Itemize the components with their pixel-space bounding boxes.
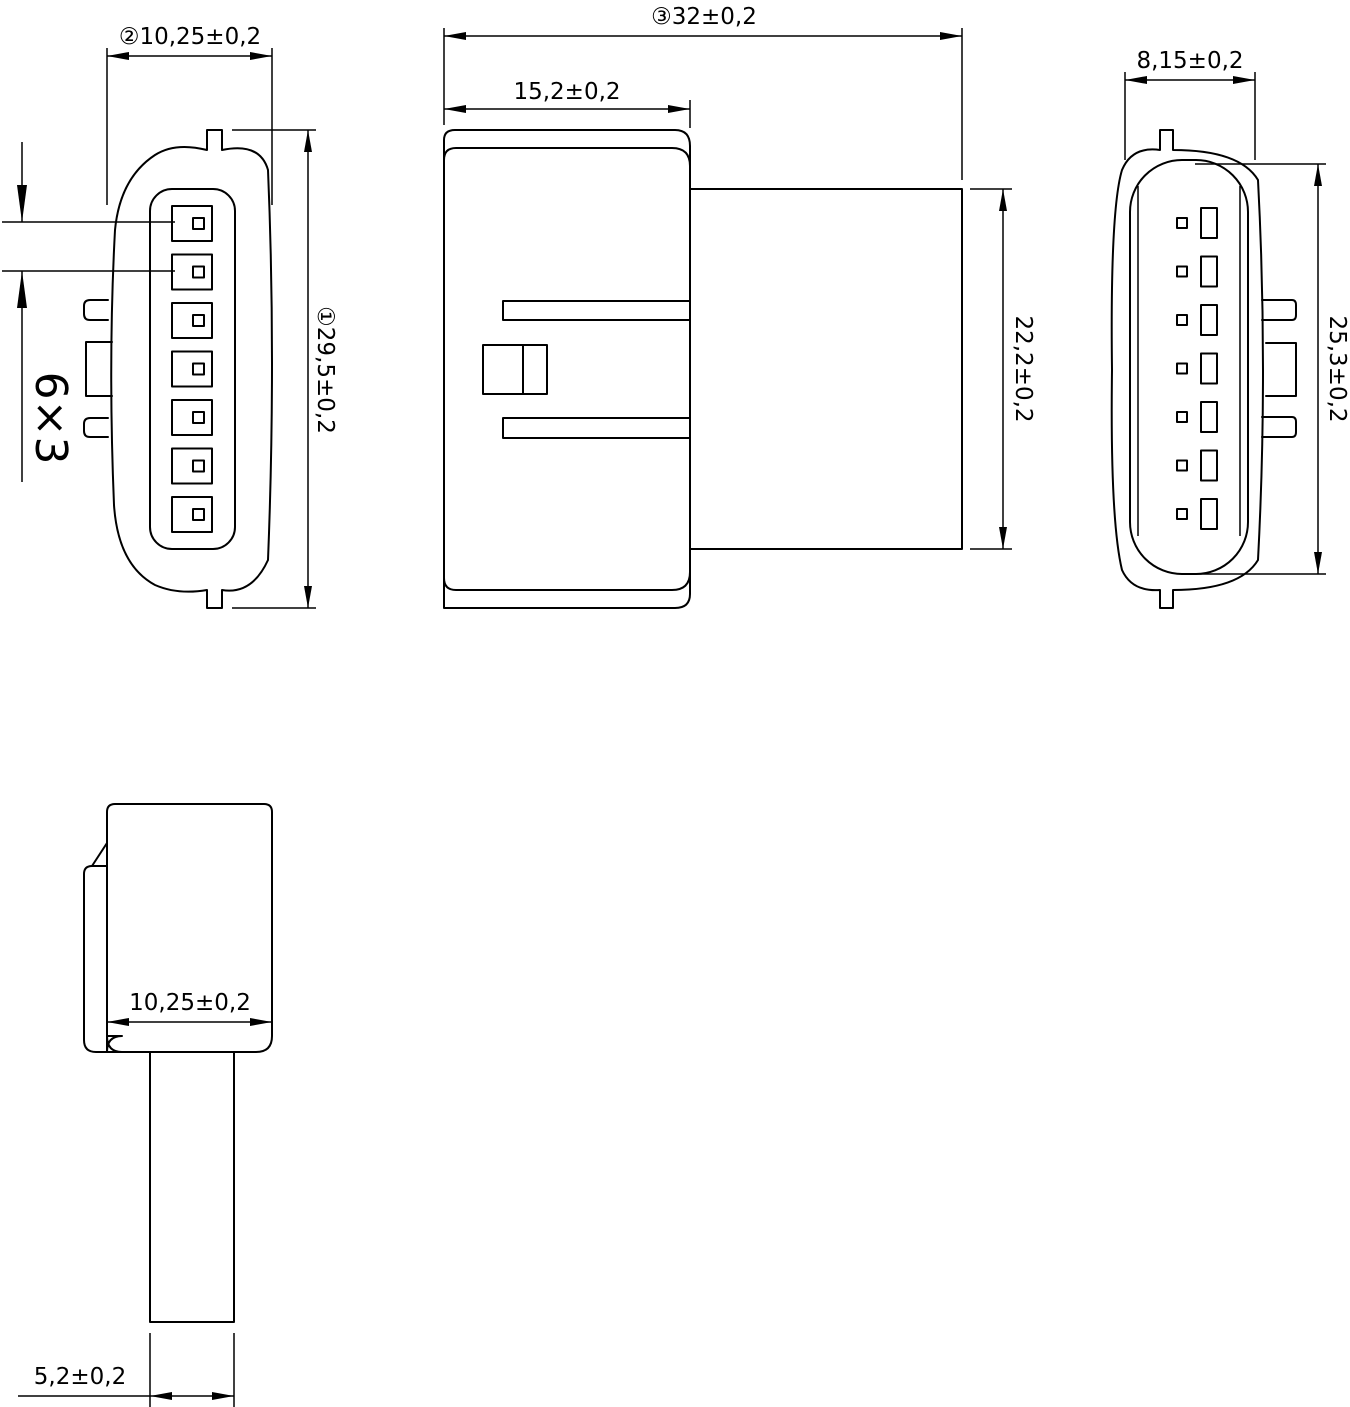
rear-view-outline <box>1110 129 1264 609</box>
rear-pin-hole <box>1176 314 1188 326</box>
front-pin-cavity <box>171 253 213 291</box>
front-pins <box>171 205 213 533</box>
front-view-outline <box>110 129 273 609</box>
rear-view <box>1110 129 1297 609</box>
pitch-dim: 6×3 <box>2 142 175 482</box>
front-pin-contact <box>192 459 205 473</box>
front-pin-cavity <box>171 399 213 436</box>
front-pin-cavity <box>171 496 213 533</box>
front-width-dim: ②10,25±0,2 <box>106 24 273 205</box>
rear-view-latch <box>1265 342 1297 397</box>
front-view <box>83 129 273 609</box>
rear-view-tab-upper <box>1261 299 1297 321</box>
front-pin-contact <box>192 508 205 521</box>
rear-pin-slot <box>1200 304 1218 336</box>
front-pin-cavity <box>171 447 213 485</box>
rear-height-dim: 25,3±0,2 <box>1195 163 1350 575</box>
side-view-body <box>689 188 963 550</box>
rear-pin-hole <box>1176 459 1188 472</box>
front-pin-contact <box>192 314 205 327</box>
rear-pin-hole <box>1176 411 1188 423</box>
overall-length-dim: ③32±0,2 <box>443 4 963 180</box>
housing-length-dim: 15,2±0,2 <box>444 79 691 128</box>
bottom-view <box>83 803 273 1323</box>
front-pin-contact <box>192 217 205 230</box>
rear-pin-hole <box>1176 362 1188 375</box>
cable-width-label: 5,2±0,2 <box>34 1364 126 1390</box>
rear-view-tab-lower <box>1261 416 1297 438</box>
body-height-label: 22,2±0,2 <box>1010 315 1036 422</box>
rear-pin-slot <box>1200 401 1218 433</box>
cable-width-dim: 5,2±0,2 <box>18 1333 235 1407</box>
rear-pin-slot <box>1200 449 1218 482</box>
rear-pin-hole <box>1176 508 1188 520</box>
rear-pin-slot <box>1200 255 1218 288</box>
rear-pin-slot <box>1200 498 1218 530</box>
front-height-dim: ①29,5±0,2 <box>232 129 338 609</box>
side-view <box>443 129 963 609</box>
bottom-view-flange <box>83 865 123 1053</box>
rear-width-label: 8,15±0,2 <box>1136 48 1243 74</box>
rear-pin-hole <box>1176 217 1188 229</box>
housing-length-label: 15,2±0,2 <box>513 79 620 105</box>
front-pin-cavity <box>171 350 213 388</box>
body-height-dim: 22,2±0,2 <box>970 188 1036 550</box>
rear-pins <box>1176 207 1218 530</box>
rear-pin-hole <box>1176 265 1188 278</box>
side-view-latch <box>482 344 548 395</box>
front-width-label: ②10,25±0,2 <box>119 24 261 50</box>
front-pin-contact <box>192 265 205 279</box>
front-view-tab-lower <box>83 417 109 438</box>
side-view-rail-top <box>502 300 691 321</box>
side-view-housing-outer <box>443 129 691 609</box>
front-height-label: ①29,5±0,2 <box>312 306 338 434</box>
front-view-tab-upper <box>83 299 109 321</box>
rear-height-label: 25,3±0,2 <box>1324 315 1350 422</box>
front-view-latch <box>85 341 113 397</box>
rear-pin-slot <box>1200 352 1218 385</box>
side-view-rail-bottom <box>502 417 691 439</box>
rear-pin-slot <box>1200 207 1218 239</box>
bottom-width-label: 10,25±0,2 <box>129 990 251 1016</box>
front-pin-cavity <box>171 205 213 242</box>
rear-view-plug <box>1129 159 1249 575</box>
bottom-view-cable <box>149 1051 235 1323</box>
front-view-cavity <box>149 188 236 550</box>
bottom-width-dim: 10,25±0,2 <box>107 990 272 1026</box>
side-view-housing-inner <box>443 147 691 591</box>
front-pin-contact <box>192 362 205 376</box>
overall-length-label: ③32±0,2 <box>651 4 757 30</box>
rear-width-dim: 8,15±0,2 <box>1124 48 1256 160</box>
front-pin-cavity <box>171 302 213 339</box>
front-pin-contact <box>192 411 205 424</box>
pitch-label: 6×3 <box>25 372 76 465</box>
